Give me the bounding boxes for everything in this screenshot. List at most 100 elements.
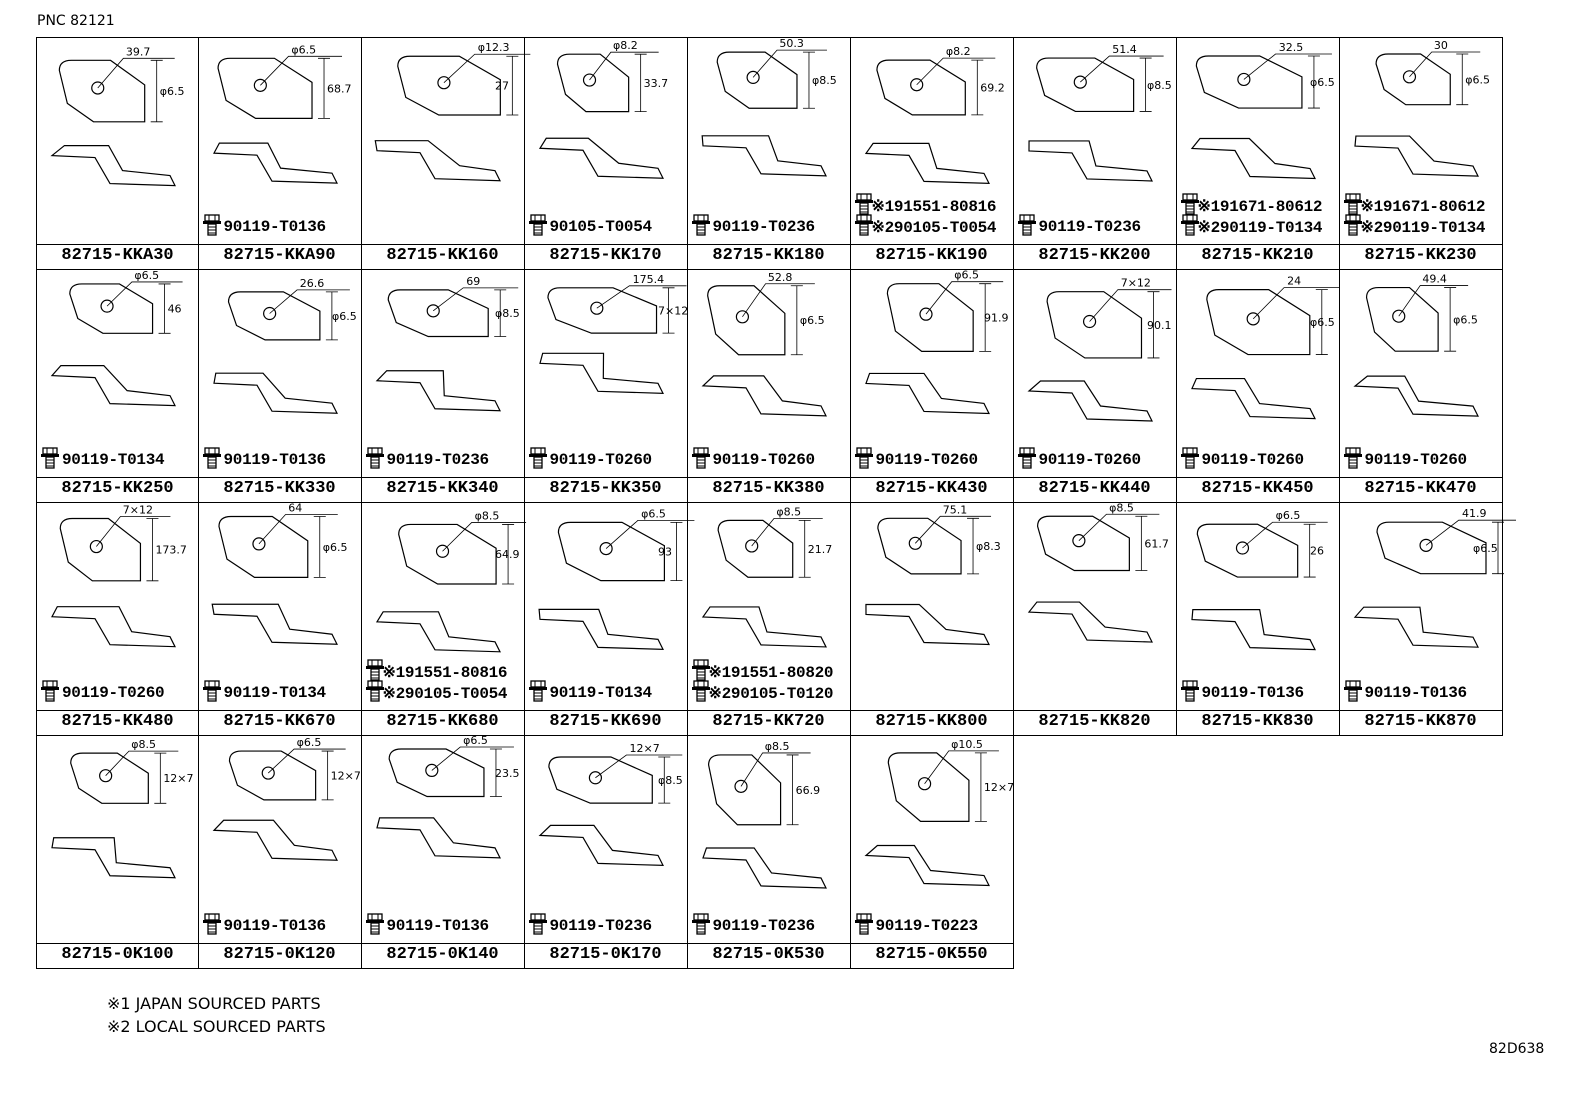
part-illustration: φ8.521.7 <box>701 505 832 648</box>
part-number-label: 82715-KK830 <box>1176 710 1339 733</box>
part-illustration: 41.9φ6.5 <box>1353 507 1516 648</box>
bracket-drawing <box>863 750 999 887</box>
bolt-callout: ※191671-80612※290119-T0134 <box>1180 193 1339 238</box>
bracket-drawing <box>1353 519 1516 648</box>
bracket-drawing <box>701 49 827 177</box>
dimension-label: 69 <box>466 275 480 288</box>
dimension-label: φ8.5 <box>131 738 156 751</box>
bolt-callout: 90119-T0136 <box>202 196 361 238</box>
bolt-part-number: ※191551-80816 <box>382 664 508 682</box>
dimension-label: 173.7 <box>155 544 187 557</box>
bolt-part-number: 90119-T0134 <box>223 684 327 702</box>
bolt-callout: 90119-T0260 <box>1017 429 1176 471</box>
dimension-label: φ8.3 <box>976 540 1001 553</box>
dimension-label: 66.9 <box>795 784 819 797</box>
dimension-label: 41.9 <box>1462 507 1487 520</box>
bolt-icon <box>1343 193 1362 215</box>
part-number-label: 82715-0K140 <box>361 943 524 966</box>
part-illustration: 26.6φ6.5 <box>212 277 356 414</box>
part-number-label: 82715-KK450 <box>1176 477 1339 500</box>
dimension-label: 26 <box>1310 545 1324 558</box>
dimension-label: 21.7 <box>807 543 831 556</box>
dimension-label: φ8.5 <box>495 307 520 320</box>
bolt-callout: 90119-T0236 <box>691 196 850 238</box>
bolt-icon <box>41 680 59 702</box>
bolt-callout: ※191551-80816※290105-T0054 <box>854 193 1013 238</box>
bolt-callout: 90119-T0260 <box>854 429 1013 471</box>
bolt-icon <box>854 193 873 215</box>
dimension-label: 46 <box>168 303 182 316</box>
diagram-code: 82D638 <box>1489 1041 1545 1057</box>
bolt-icon <box>1343 680 1362 702</box>
dimension-label: 26.6 <box>299 277 324 290</box>
dimension-label: 7×12 <box>1120 277 1150 290</box>
bolt-callout: ※191551-80820※290105-T0120 <box>691 659 850 704</box>
bolt-icon <box>691 913 710 935</box>
bolt-part-number: ※290119-T0134 <box>1197 219 1323 237</box>
bolt-callout: 90119-T0136 <box>202 429 361 471</box>
bolt-part-number: 90119-T0260 <box>1201 451 1305 469</box>
part-number-label: 82715-KK250 <box>37 477 198 500</box>
bracket-drawing <box>1352 285 1479 417</box>
bolt-icon <box>691 447 710 469</box>
dimension-label: φ12.3 <box>477 41 509 54</box>
bolt-callout: 90119-T0136 <box>1343 662 1502 704</box>
dimension-label: φ6.5 <box>1453 313 1478 326</box>
part-illustration: 175.47×12 <box>538 273 688 394</box>
part-number-label: 82715-KKA30 <box>37 244 198 267</box>
bracket-drawing <box>375 287 518 412</box>
bolt-icon <box>528 447 547 469</box>
dimension-label: 90.1 <box>1147 319 1172 332</box>
dimension-label: 69.2 <box>980 81 1005 94</box>
dimension-label: φ6.5 <box>954 269 979 282</box>
bolt-callout: 90119-T0134 <box>202 662 361 704</box>
part-number-label: 82715-KK180 <box>687 244 850 267</box>
bolt-part-number: ※290105-T0120 <box>708 685 834 703</box>
part-number-label: 82715-0K550 <box>850 943 1013 966</box>
bolt-part-number: 90119-T0236 <box>386 451 490 469</box>
dimension-label: φ8.5 <box>658 774 683 787</box>
bracket-drawing <box>1026 289 1171 422</box>
bolt-callout: 90119-T0134 <box>41 429 199 471</box>
dimension-label: φ6.5 <box>1465 73 1490 86</box>
dimension-label: φ8.2 <box>613 39 638 52</box>
bolt-callout: 90119-T0134 <box>528 662 687 704</box>
bracket-drawing <box>1190 53 1332 180</box>
bolt-icon <box>691 680 710 702</box>
